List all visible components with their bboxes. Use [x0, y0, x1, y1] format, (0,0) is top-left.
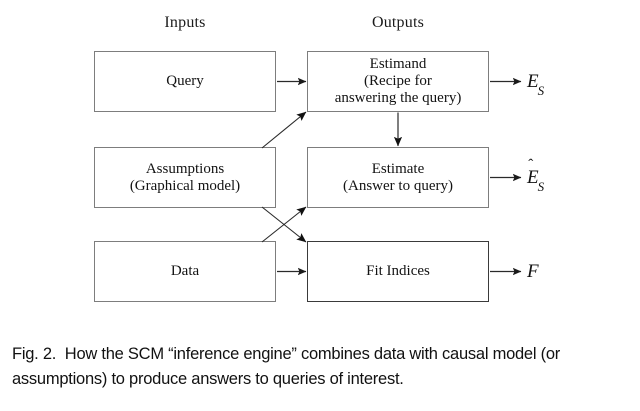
output-symbol-estimand-subscript: S [537, 82, 545, 98]
output-symbol-estimate-subscript: S [537, 178, 545, 194]
node-estimand: Estimand (Recipe for answering the query… [307, 51, 489, 112]
node-query: Query [94, 51, 276, 112]
output-symbol-estimand: ES [527, 71, 545, 98]
figure-number: Fig. 2. [12, 345, 57, 363]
arrow-assumptions-to-estimand [261, 111, 307, 149]
node-estimate: Estimate (Answer to query) [307, 147, 489, 208]
output-symbol-estimate: ̂ ES [527, 167, 545, 194]
output-symbol-estimate-base: E [527, 167, 539, 188]
node-query-label: Query [166, 73, 204, 89]
node-data: Data [94, 241, 276, 302]
output-symbol-estimand-base: E [527, 71, 539, 92]
output-symbol-fit-base: F [527, 261, 539, 282]
figure-caption-text: How the SCM “inference engine” combines … [12, 345, 561, 388]
arrow-data-to-estimate [261, 206, 307, 243]
node-estimand-label: Estimand (Recipe for answering the query… [334, 56, 462, 106]
node-fit-indices-label: Fit Indices [366, 263, 430, 279]
column-header-inputs: Inputs [164, 14, 206, 31]
node-assumptions: Assumptions (Graphical model) [94, 147, 276, 208]
arrow-assumptions-to-fit-indices [261, 206, 307, 243]
column-header-outputs: Outputs [371, 14, 425, 31]
node-estimate-label: Estimate (Answer to query) [343, 160, 453, 194]
node-assumptions-label: Assumptions (Graphical model) [129, 160, 241, 194]
output-symbol-fit: F [527, 261, 539, 283]
node-fit-indices: Fit Indices [307, 241, 489, 302]
node-data-label: Data [170, 263, 200, 279]
figure-caption: Fig. 2. How the SCM “inference engine” c… [12, 342, 628, 392]
output-symbol-estimate-hatgroup: ̂ E [527, 167, 539, 189]
hat-accent-icon: ̂ [530, 157, 535, 173]
